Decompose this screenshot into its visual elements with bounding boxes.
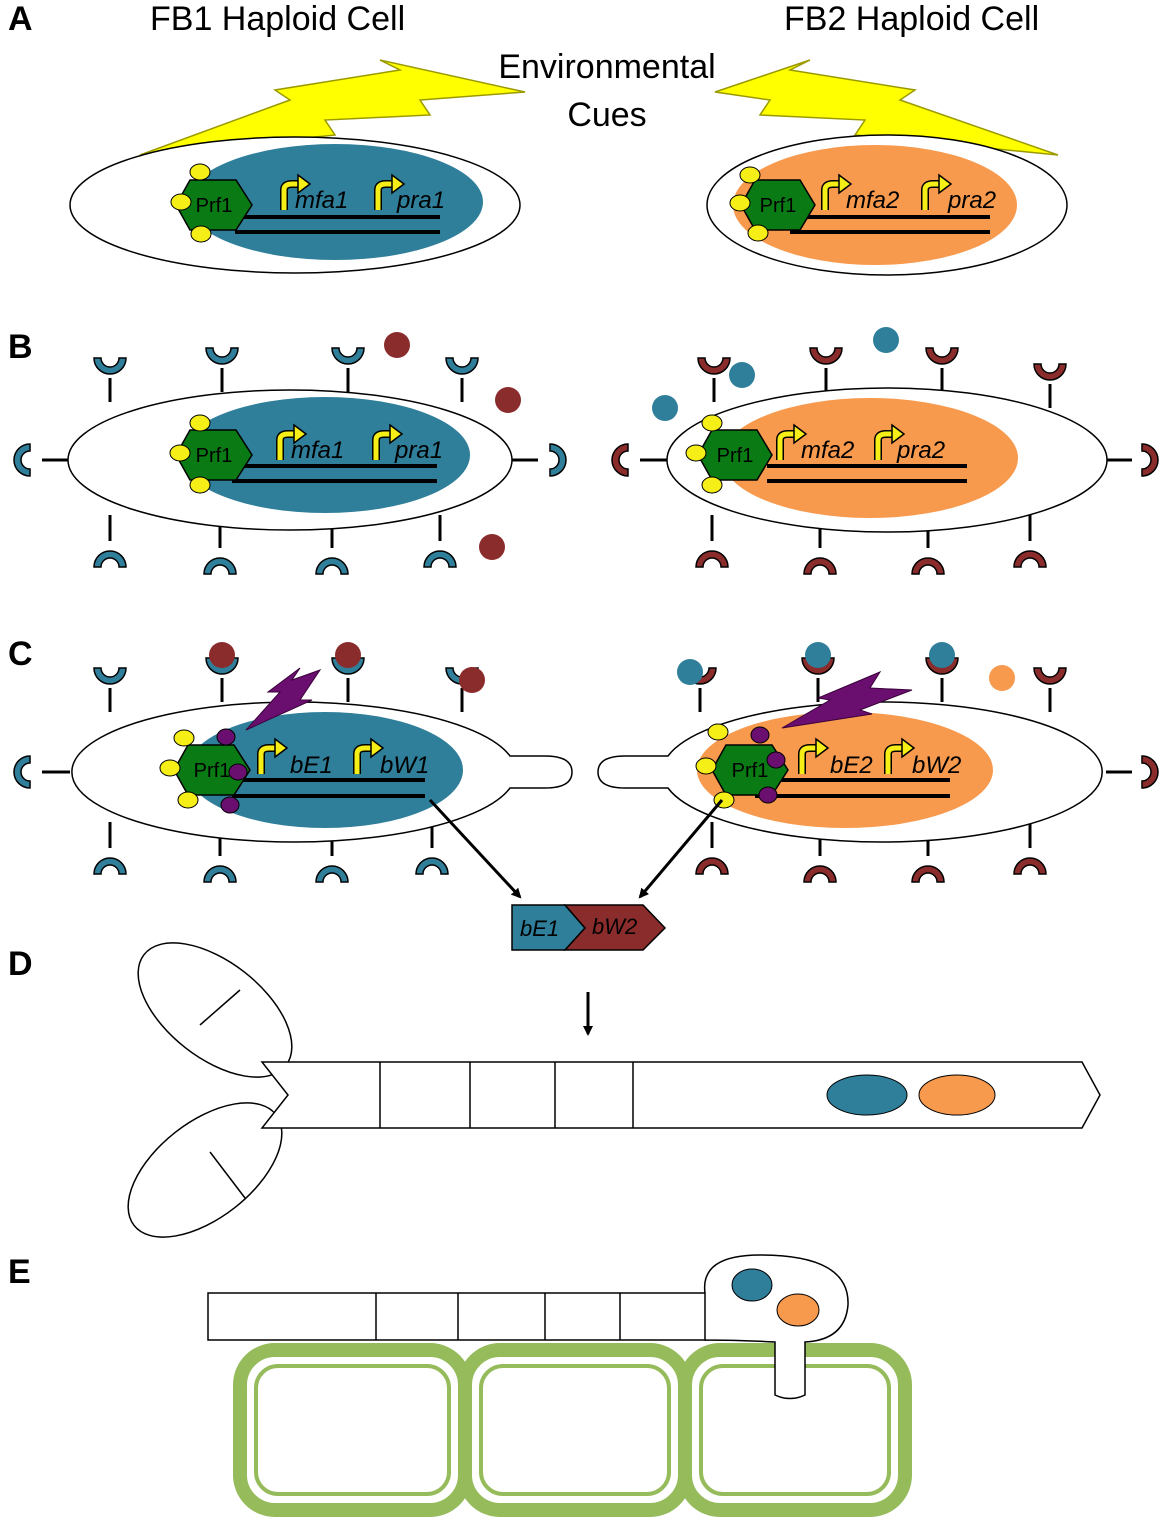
prf1-label-b2: Prf1	[717, 445, 754, 467]
dikaryotic-filament	[127, 942, 1101, 1238]
panel-label-d: D	[8, 945, 33, 983]
panel-label-e: E	[8, 1253, 31, 1291]
gene-mfa1-b: mfa1	[291, 437, 344, 464]
plant-cells	[233, 1343, 912, 1517]
prf1-protein-c1: Prf1	[159, 728, 251, 814]
fb2-nucleus-a	[733, 145, 1017, 265]
left-lightning-bolt-icon	[139, 59, 526, 156]
cues-line-2: Cues	[567, 96, 646, 134]
fb1-gene-cluster-b: mfa1 pra1	[232, 425, 443, 483]
panel-label-a: A	[8, 0, 33, 38]
fb1-purple-lightning-icon	[245, 667, 322, 731]
prf1-label-b1: Prf1	[196, 445, 233, 467]
prf1-protein-b1: Prf1	[169, 414, 253, 494]
prf1-protein-b2: Prf1	[685, 414, 773, 494]
gene-pra2-b: pra2	[896, 437, 945, 464]
fb2-gene-cluster-c: bE2 bW2	[755, 739, 961, 798]
be1-bw2-heterodimer: bE1 bW2	[511, 904, 667, 951]
fb2-nucleus-e	[776, 1293, 820, 1327]
gene-bw1-c: bW1	[380, 752, 429, 779]
fb1-receptors-c	[13, 656, 480, 884]
fb2-receptors-b	[611, 346, 1159, 576]
gene-pra1-b: pra1	[394, 437, 443, 464]
cues-line-1: Environmental	[498, 48, 715, 86]
bound-pheromone-fb1-c	[209, 642, 485, 693]
appressorium-filament	[207, 1254, 849, 1400]
prf1-label-a1: Prf1	[196, 195, 233, 217]
prf1-protein-a1: Prf1	[170, 163, 253, 243]
arrow-bw2-to-dimer	[638, 799, 724, 899]
fb2-nucleus-d	[918, 1074, 996, 1116]
prf1-label-a2: Prf1	[760, 195, 797, 217]
fb1-nucleus-c	[187, 712, 463, 828]
fb1-gene-cluster-a: mfa1 pra1	[235, 175, 445, 234]
gene-bw2-c: bW2	[912, 752, 961, 779]
fb1-receptors-b	[13, 346, 567, 576]
prf1-label-c1: Prf1	[194, 760, 231, 782]
prf1-label-c2: Prf1	[732, 760, 769, 782]
fb1-gene-cluster-c: bE1 bW1	[232, 739, 429, 798]
fb2-receptors-c	[682, 656, 1159, 884]
fb2-gene-cluster-b: mfa2 pra2	[767, 425, 967, 483]
heterodimer-bw2-label: bW2	[592, 914, 637, 939]
prf1-protein-c2: Prf1	[695, 723, 789, 809]
gene-mfa2-b: mfa2	[801, 437, 854, 464]
fb2-cell-title: FB2 Haploid Cell	[784, 0, 1039, 38]
fb1-nucleus-e	[731, 1268, 773, 1302]
fb1-nucleus-d	[826, 1074, 908, 1116]
arrow-be1-to-dimer	[428, 798, 522, 899]
bound-pheromone-fb2-c	[677, 642, 1015, 691]
gene-be2-c: bE2	[830, 752, 873, 779]
fb1-nucleus-b	[180, 397, 470, 513]
fb1-cell-title: FB1 Haploid Cell	[150, 0, 405, 38]
gene-mfa2-a: mfa2	[846, 187, 899, 214]
gene-pra2-a: pra2	[947, 187, 996, 214]
fb2-pheromone-b	[384, 332, 521, 560]
gene-pra1-a: pra1	[396, 187, 445, 214]
right-lightning-bolt-icon	[714, 59, 1059, 156]
gene-mfa1-a: mfa1	[295, 187, 348, 214]
panel-label-b: B	[8, 328, 33, 366]
fb2-purple-lightning-icon	[781, 670, 913, 729]
fb2-gene-cluster-a: mfa2 pra2	[790, 175, 996, 234]
heterodimer-be1-label: bE1	[520, 916, 559, 941]
prf1-protein-a2: Prf1	[729, 166, 816, 242]
panel-label-c: C	[8, 635, 33, 673]
gene-be1-c: bE1	[290, 752, 333, 779]
fb1-pheromone-b	[652, 327, 899, 421]
